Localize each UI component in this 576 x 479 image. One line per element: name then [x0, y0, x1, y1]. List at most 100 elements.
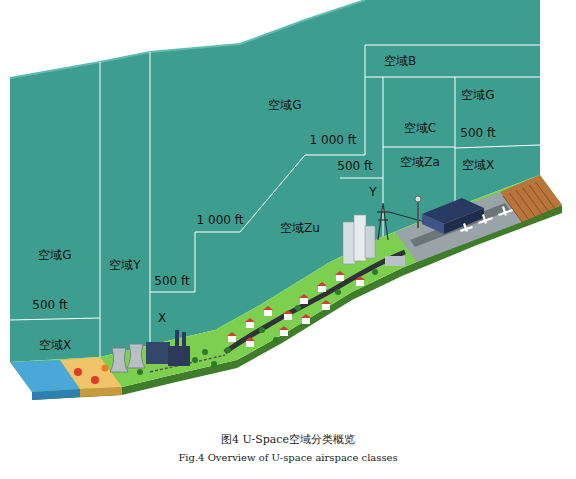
house — [301, 314, 311, 324]
water-side — [32, 389, 80, 400]
tree — [259, 327, 265, 333]
house-wall — [280, 330, 288, 336]
chimney — [182, 332, 186, 346]
beach — [60, 357, 122, 389]
airspace-label: 空域C — [404, 121, 436, 135]
house-wall — [356, 280, 364, 286]
airspace-label: 空域G — [38, 248, 71, 262]
beach-side — [80, 387, 122, 397]
radar — [415, 196, 421, 202]
house-wall — [228, 336, 236, 342]
boundary-line — [455, 145, 540, 148]
airspace-label: 空域X — [462, 158, 494, 172]
ground — [10, 175, 562, 400]
house-roof — [263, 306, 273, 310]
house-wall — [336, 275, 344, 281]
tree — [273, 337, 279, 343]
hangar-front — [422, 214, 444, 234]
pylon-arm — [378, 219, 388, 220]
boundary-line — [365, 77, 540, 78]
field-stripe — [536, 182, 558, 212]
umbrella — [74, 368, 82, 376]
chimney — [175, 330, 179, 346]
field-stripe — [510, 193, 532, 223]
tower-building — [365, 226, 375, 258]
ground-top — [10, 175, 562, 392]
factory-building — [168, 346, 190, 366]
factory-building — [146, 342, 170, 364]
airport — [415, 196, 513, 234]
caption: 图4 U-Space空域分类概览 — [221, 433, 355, 446]
boundary-line — [455, 77, 456, 207]
tree — [372, 269, 378, 275]
power-line — [389, 212, 425, 222]
airspace-label: 空域G — [461, 88, 494, 102]
airspace-label: 500 ft — [460, 126, 495, 140]
airspace-label: 500 ft — [32, 298, 67, 312]
field-stripe — [523, 188, 545, 218]
tree — [295, 305, 301, 311]
road — [225, 252, 405, 352]
house-roof — [245, 318, 255, 322]
house — [283, 310, 293, 320]
airspace-label: 空域G — [268, 98, 301, 112]
tree — [335, 289, 341, 295]
house — [317, 282, 327, 292]
boundary-line — [365, 45, 366, 155]
tower-building — [343, 222, 355, 264]
field — [500, 175, 562, 222]
house-wall — [318, 286, 326, 292]
house-wall — [246, 341, 254, 347]
house — [299, 294, 309, 304]
aircraft — [478, 214, 493, 224]
house-wall — [302, 318, 310, 324]
house-roof — [283, 310, 293, 314]
airspace-label: 500 ft — [154, 274, 189, 288]
tree — [192, 357, 198, 363]
house — [263, 306, 273, 316]
houses — [227, 271, 365, 347]
tree — [202, 349, 208, 355]
airspace-label: 500 ft — [337, 159, 372, 173]
house-wall — [246, 322, 254, 328]
house — [355, 276, 365, 286]
house-roof — [317, 282, 327, 286]
house-wall — [322, 304, 330, 310]
airspace-label: 空域Za — [400, 155, 440, 169]
pylon-arm — [377, 211, 389, 212]
airspace-label: Y — [369, 185, 376, 199]
airport-apron — [395, 192, 522, 262]
tree — [225, 347, 231, 353]
field-stripes — [503, 182, 558, 226]
tree — [137, 369, 143, 375]
airspace-label: 空域B — [384, 54, 416, 68]
house-roof — [301, 314, 311, 318]
airspace-label: 空域Y — [109, 258, 140, 272]
field-stripe — [529, 185, 551, 215]
house — [321, 300, 331, 310]
airspace-label: 1 000 ft — [197, 213, 244, 227]
house-roof — [227, 332, 237, 336]
house — [279, 326, 289, 336]
boundary-line — [383, 77, 384, 238]
city-towers — [343, 215, 405, 266]
house-wall — [284, 314, 292, 320]
house-wall — [300, 298, 308, 304]
umbrella — [91, 376, 99, 384]
field-stripe — [516, 190, 538, 220]
cooling-tower — [127, 344, 145, 368]
aircraft — [460, 223, 473, 232]
power-plant — [110, 330, 190, 372]
house-roof — [245, 337, 255, 341]
cooling-tower — [110, 348, 128, 372]
low-building — [385, 256, 405, 266]
aircraft — [498, 206, 513, 216]
house — [227, 332, 237, 342]
house-roof — [321, 300, 331, 304]
house — [245, 318, 255, 328]
boundary-line — [383, 147, 455, 148]
beach-umbrellas — [74, 365, 109, 385]
tower-building — [354, 215, 366, 261]
trees — [137, 259, 397, 375]
